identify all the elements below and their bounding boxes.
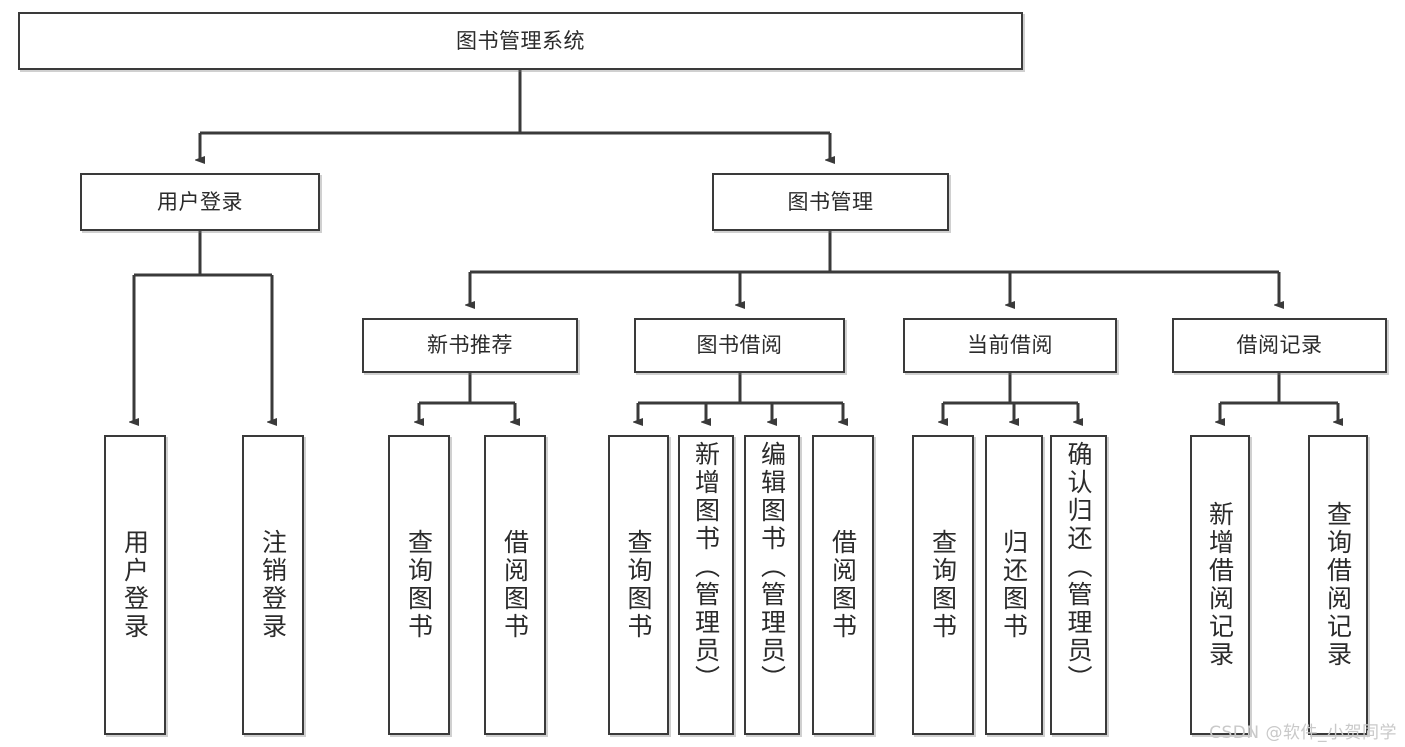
node-leaf-confirm-return[interactable]: 确认归还（管理员） xyxy=(1050,435,1107,735)
node-leaf-return-book-label: 归还图书 xyxy=(999,529,1029,641)
node-leaf-add-record[interactable]: 新增借阅记录 xyxy=(1190,435,1250,735)
node-book-manage[interactable]: 图书管理 xyxy=(712,173,949,231)
node-leaf-borrow-book-2-label: 借阅图书 xyxy=(828,529,858,641)
node-leaf-edit-book[interactable]: 编辑图书（管理员） xyxy=(744,435,800,735)
node-book-manage-label: 图书管理 xyxy=(787,189,874,214)
node-leaf-query-book-2[interactable]: 查询图书 xyxy=(608,435,669,735)
node-current-borrow[interactable]: 当前借阅 xyxy=(903,318,1117,373)
node-leaf-query-book-1[interactable]: 查询图书 xyxy=(388,435,450,735)
node-leaf-user-logout-label: 注销登录 xyxy=(258,529,288,641)
node-leaf-user-login-label: 用户登录 xyxy=(120,529,150,641)
node-leaf-borrow-book-2[interactable]: 借阅图书 xyxy=(812,435,874,735)
node-leaf-add-book[interactable]: 新增图书（管理员） xyxy=(678,435,734,735)
node-leaf-return-book[interactable]: 归还图书 xyxy=(985,435,1043,735)
node-leaf-add-book-label: 新增图书（管理员） xyxy=(691,441,721,693)
node-borrow-record[interactable]: 借阅记录 xyxy=(1172,318,1387,373)
node-user-login-label: 用户登录 xyxy=(157,189,243,214)
node-book-borrow-label: 图书借阅 xyxy=(696,333,783,358)
node-leaf-query-book-3-label: 查询图书 xyxy=(928,529,958,641)
node-root-label: 图书管理系统 xyxy=(456,28,585,53)
node-borrow-record-label: 借阅记录 xyxy=(1236,333,1323,358)
node-new-book-recommend[interactable]: 新书推荐 xyxy=(362,318,578,373)
node-leaf-query-record[interactable]: 查询借阅记录 xyxy=(1308,435,1368,735)
node-leaf-borrow-book-1[interactable]: 借阅图书 xyxy=(484,435,546,735)
node-leaf-add-record-label: 新增借阅记录 xyxy=(1205,501,1235,669)
node-leaf-query-book-3[interactable]: 查询图书 xyxy=(912,435,974,735)
node-book-borrow[interactable]: 图书借阅 xyxy=(634,318,845,373)
node-leaf-query-book-2-label: 查询图书 xyxy=(624,529,653,641)
node-current-borrow-label: 当前借阅 xyxy=(967,333,1053,358)
node-leaf-user-logout[interactable]: 注销登录 xyxy=(242,435,304,735)
node-leaf-user-login[interactable]: 用户登录 xyxy=(104,435,166,735)
node-user-login[interactable]: 用户登录 xyxy=(80,173,320,231)
node-leaf-query-record-label: 查询借阅记录 xyxy=(1323,501,1353,669)
node-leaf-confirm-return-label: 确认归还（管理员） xyxy=(1064,441,1093,693)
node-leaf-edit-book-label: 编辑图书（管理员） xyxy=(757,441,787,693)
node-leaf-borrow-book-1-label: 借阅图书 xyxy=(500,529,530,641)
node-new-book-recommend-label: 新书推荐 xyxy=(427,333,513,358)
node-leaf-query-book-1-label: 查询图书 xyxy=(404,529,434,641)
watermark-text: CSDN @软件_小贺同学 xyxy=(1209,723,1397,743)
node-root[interactable]: 图书管理系统 xyxy=(18,12,1023,70)
